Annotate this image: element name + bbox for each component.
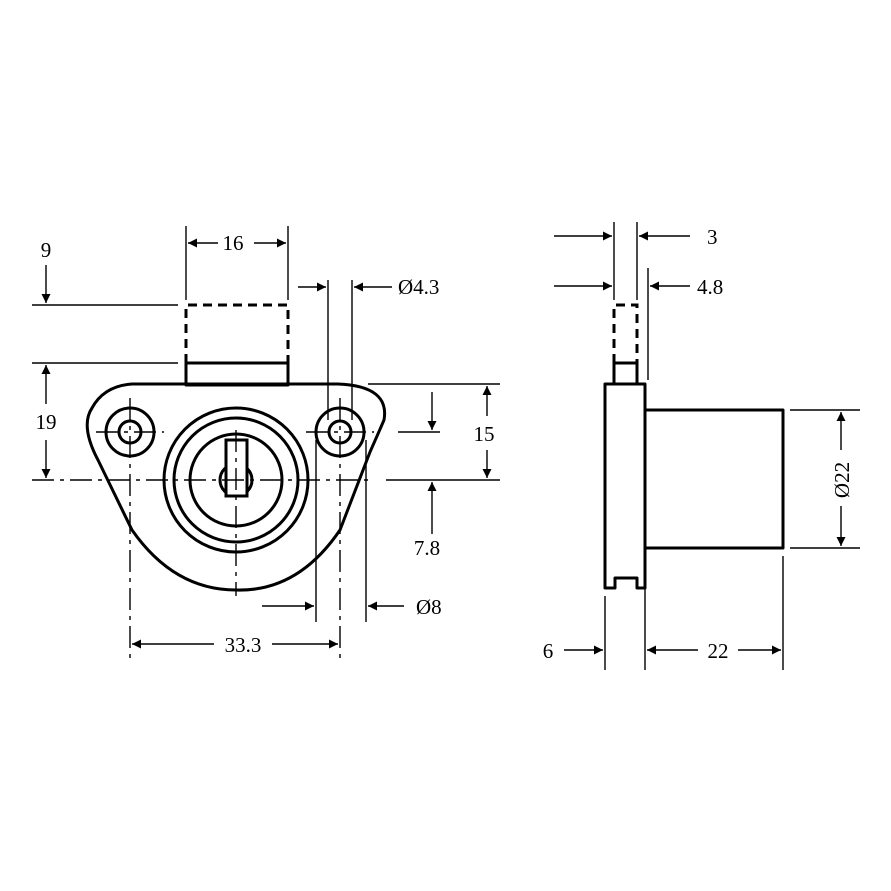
- dim-width-top: 16: [223, 231, 244, 255]
- latch-bolt-extended-hidden: [184, 303, 290, 363]
- dim-body-length: 22: [708, 639, 729, 663]
- dim-bolt-offset: 4.8: [697, 275, 723, 299]
- flange-plate: [603, 382, 647, 590]
- latch-bolt: [184, 361, 290, 387]
- side-latch-bolt-hidden: [612, 303, 639, 363]
- dim-body-diameter: Ø22: [830, 462, 854, 498]
- dim-center-offset: 7.8: [414, 536, 440, 560]
- dim-vertical-spacing: 15: [474, 422, 495, 446]
- side-view: 3 4.8 Ø22 6 22: [543, 222, 860, 670]
- dim-hole-spacing: 33.3: [225, 633, 262, 657]
- dim-bolt-thickness: 3: [707, 225, 718, 249]
- dim-upper-offset: 9: [41, 238, 52, 262]
- front-view: 16 9 19 Ø4.3 15 7.8 Ø8 33.3: [32, 226, 500, 664]
- dim-boss-diameter: Ø8: [416, 595, 442, 619]
- dim-flange-thickness: 6: [543, 639, 554, 663]
- dim-hole-diameter: Ø4.3: [398, 275, 439, 299]
- side-latch-bolt: [612, 361, 639, 386]
- dim-height: 19: [36, 410, 57, 434]
- lock-body-cylinder: [643, 408, 785, 550]
